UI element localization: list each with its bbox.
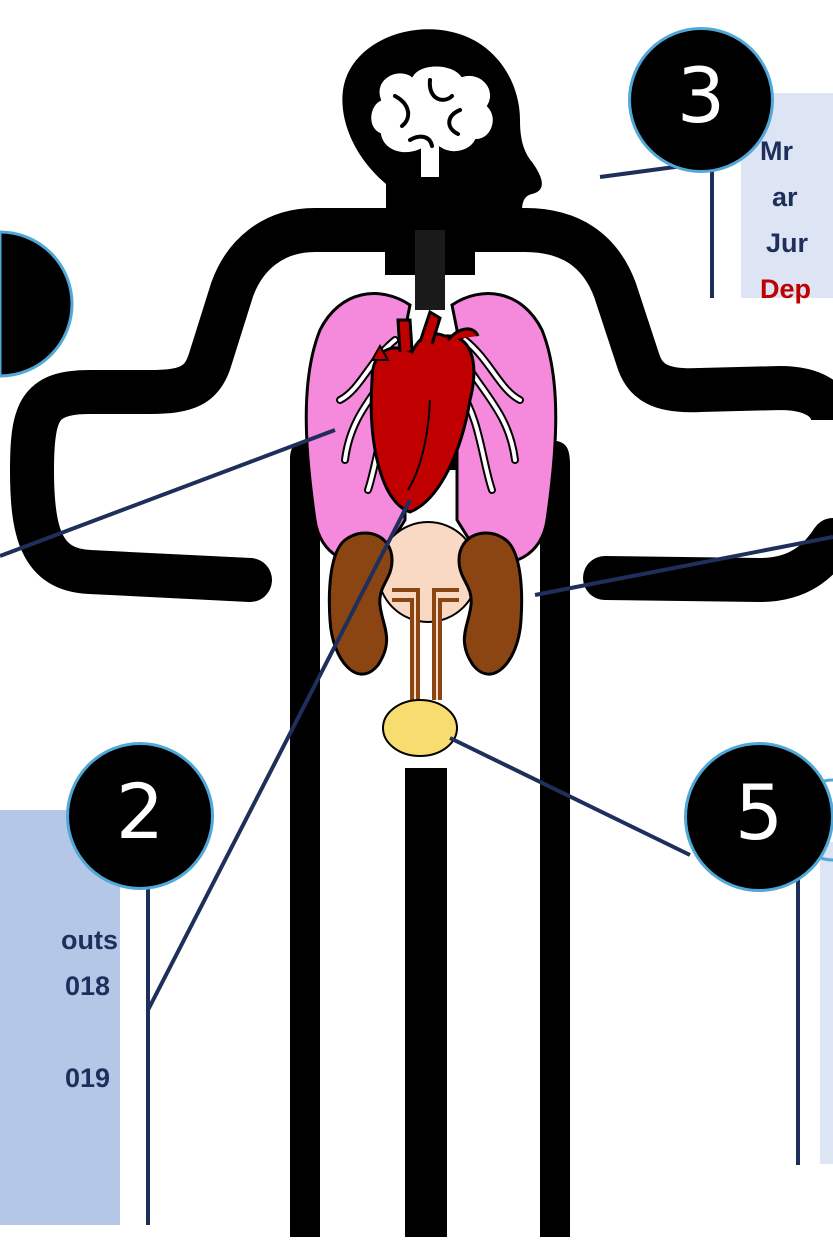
info-box-3-line-4: Dep (760, 266, 833, 312)
info-box-2-line-2: 018 (0, 963, 118, 1009)
torso-frame-right (540, 460, 570, 1237)
bladder-icon (383, 700, 457, 756)
badge-5: 5 (684, 742, 833, 892)
torso-frame-left (290, 460, 320, 1237)
leg-divider (405, 768, 447, 1237)
info-box-5-bg (820, 842, 833, 1164)
badge-2: 2 (66, 742, 214, 890)
trachea (415, 230, 445, 310)
info-box-2-line-4: 019 (0, 1055, 118, 1101)
info-box-2-line-1: outs (0, 917, 118, 963)
badge-partial-left (0, 232, 72, 376)
badge-3: 3 (628, 27, 774, 173)
info-box-3-line-3: Jur (760, 220, 833, 266)
info-box-3: Mr ar Jur Dep (760, 128, 833, 312)
info-box-3-line-2: ar (760, 174, 833, 220)
info-box-3-line-1: Mr (760, 128, 833, 174)
info-box-2-line-3 (0, 1009, 118, 1055)
info-box-2: outs 018 019 (0, 917, 118, 1101)
